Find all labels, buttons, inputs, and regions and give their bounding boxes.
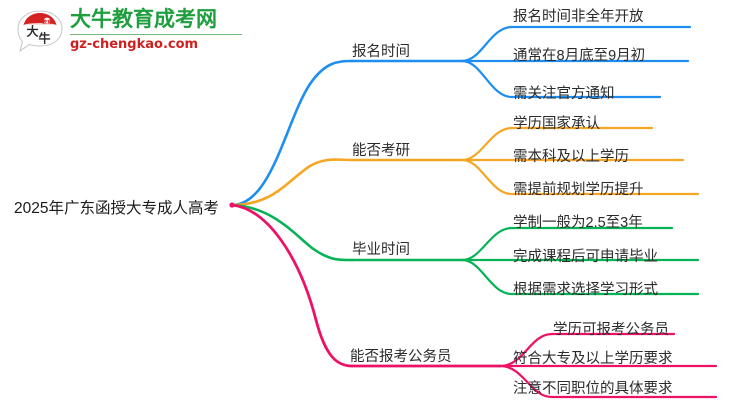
- daniu-logo-icon: 大 牛 教育: [17, 10, 63, 53]
- branch-node-nengfou-kaoyan[interactable]: 能否考研: [352, 143, 410, 159]
- branch-2-connectors: [230, 126, 700, 207]
- leaf-node[interactable]: 需提前规划学历提升: [513, 182, 644, 198]
- branch-1-connectors: [230, 25, 692, 207]
- root-to-branch-4-curve: [230, 203, 354, 368]
- root-to-branch-1-curve: [230, 59, 354, 207]
- leaf-node[interactable]: 需本科及以上学历: [513, 149, 629, 165]
- leaf-node[interactable]: 通常在8月底至9月初: [513, 48, 646, 64]
- leaf-node[interactable]: 符合大专及以上学历要求: [513, 351, 673, 367]
- root-junction-dot: [229, 202, 235, 208]
- logo-title: 大牛教育成考网: [70, 7, 217, 31]
- leaf-node[interactable]: 学历可报考公务员: [553, 322, 669, 338]
- branch-4-leaf-3-connector: [498, 364, 718, 399]
- branch-3-connectors: [230, 203, 700, 296]
- leaf-node[interactable]: 根据需求选择学习形式: [513, 282, 658, 298]
- leaf-node[interactable]: 完成课程后可申请毕业: [513, 249, 658, 265]
- branch-4-connectors: [230, 203, 718, 399]
- branch-2-leaf-3-connector: [460, 158, 700, 196]
- svg-text:牛: 牛: [38, 31, 50, 46]
- leaf-node[interactable]: 学制一般为2.5至3年: [513, 215, 643, 231]
- leaf-node[interactable]: 注意不同职位的具体要求: [513, 381, 673, 397]
- site-logo[interactable]: 大 牛 教育 大牛教育成考网 gz-chengkao.com: [14, 6, 244, 58]
- leaf-node[interactable]: 学历国家承认: [513, 116, 600, 132]
- leaf-node[interactable]: 报名时间非全年开放: [513, 9, 644, 25]
- mindmap-root-node[interactable]: 2025年广东函授大专成人高考: [14, 200, 219, 217]
- logo-divider: [70, 34, 242, 35]
- logo-subtitle: gz-chengkao.com: [70, 37, 199, 52]
- branch-1-leaf-1-connector: [460, 25, 692, 63]
- branch-3-leaf-3-connector: [460, 258, 700, 296]
- branch-1-leaf-3-connector: [460, 59, 662, 99]
- root-to-branch-2-curve: [230, 158, 354, 207]
- branch-node-nengfou-baokao-gongwuyuan[interactable]: 能否报考公务员: [350, 349, 452, 365]
- svg-text:大: 大: [26, 24, 38, 39]
- root-to-branch-3-curve: [230, 203, 354, 262]
- leaf-node[interactable]: 需关注官方通知: [513, 86, 615, 102]
- svg-text:教育: 教育: [41, 19, 52, 26]
- branch-node-baoming-shijian[interactable]: 报名时间: [352, 44, 410, 60]
- logo-text: 大牛教育成考网 gz-chengkao.com: [70, 7, 246, 52]
- branch-node-biye-shijian[interactable]: 毕业时间: [352, 242, 410, 258]
